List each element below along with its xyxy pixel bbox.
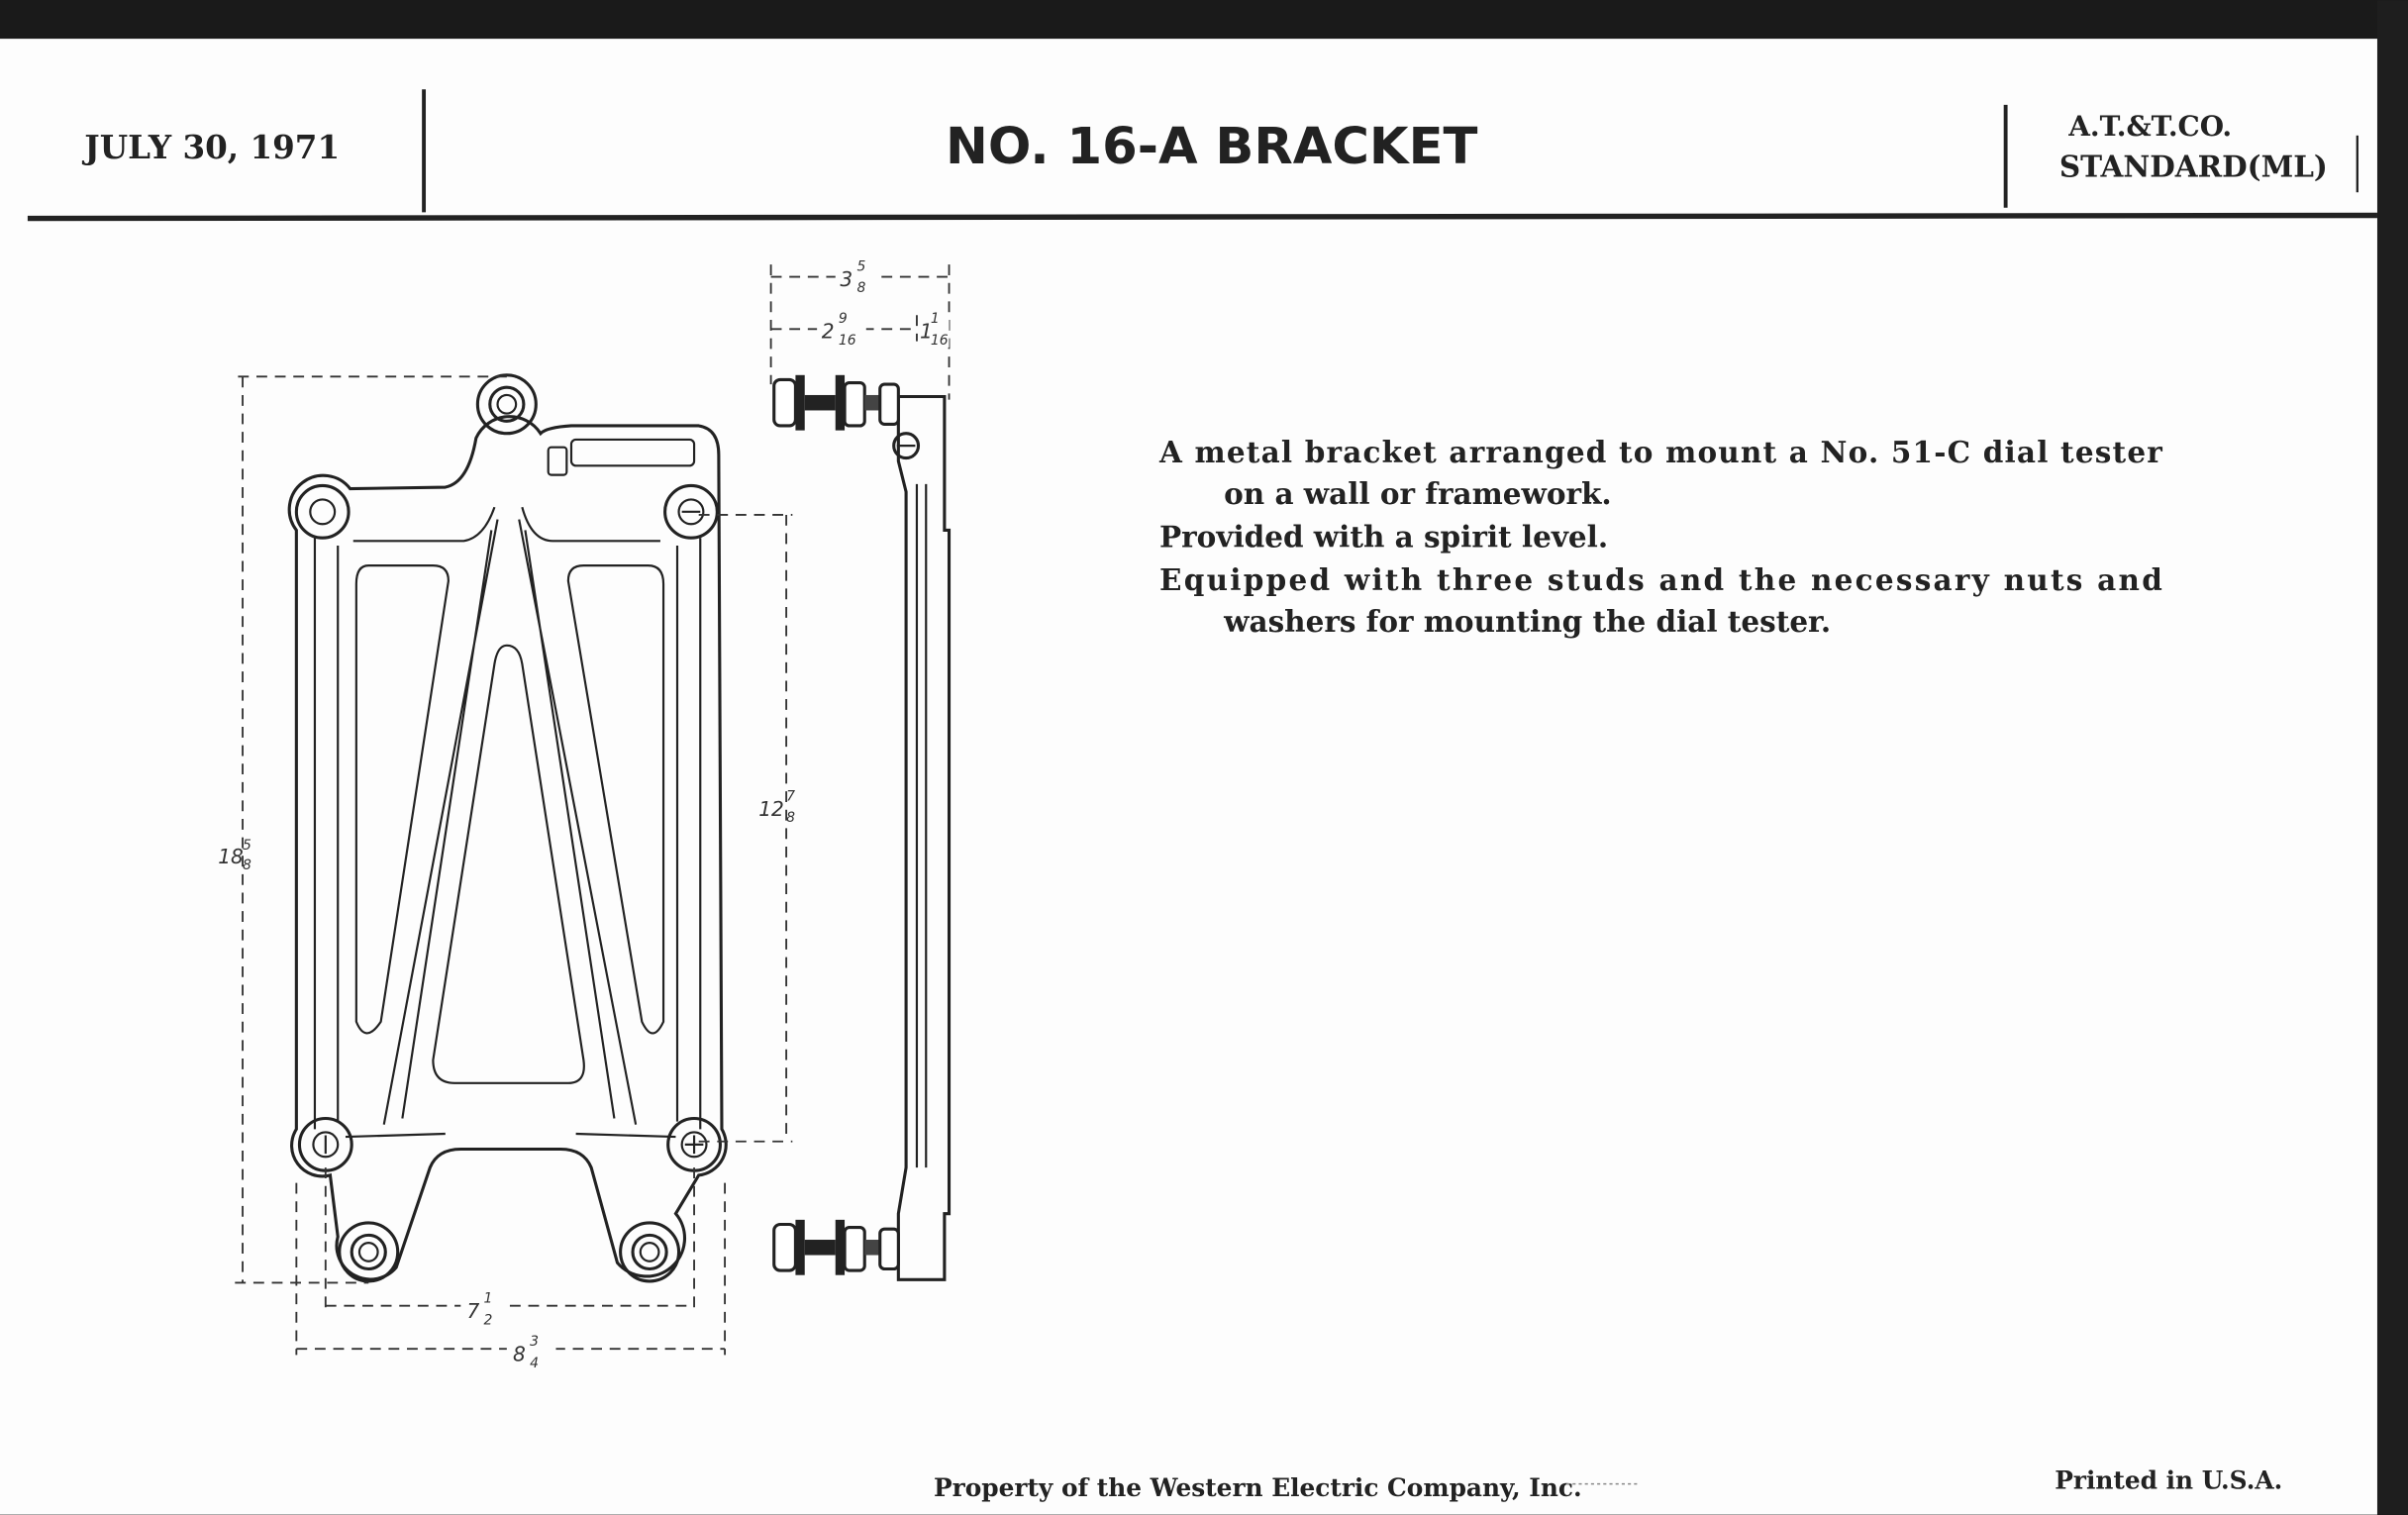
svg-text:7: 7 [467,1299,480,1323]
bracket-side-view [772,374,952,1281]
svg-text:16: 16 [839,333,856,349]
description-line: A metal bracket arranged to mount a No. … [1158,435,2162,469]
description-line: washers for mounting the dial tester. [1223,604,1831,639]
svg-text:9: 9 [839,311,848,327]
svg-text:5: 5 [243,838,251,854]
svg-text:1: 1 [931,311,940,327]
description-line: on a wall or framework. [1224,476,1612,511]
org-line-2: STANDARD(ML) [2059,150,2328,184]
svg-text:3: 3 [530,1334,539,1350]
scan-edge [2376,0,2408,1515]
svg-text:4: 4 [530,1356,539,1371]
svg-text:5: 5 [856,258,865,274]
dim-hole-spacing-vertical: 12 7 8 [758,788,795,826]
dim-overall-depth: 3 5 8 [835,258,879,296]
svg-text:8: 8 [856,280,865,296]
dim-overall-height: 18 5 8 [218,838,251,873]
description: A metal bracket arranged to mount a No. … [1158,435,2162,639]
svg-text:1: 1 [920,320,933,344]
footer-printed: Printed in U.S.A. [2055,1465,2282,1494]
svg-text:2: 2 [822,320,835,344]
dim-overall-width: 8 3 4 [506,1333,556,1371]
svg-text:12: 12 [758,797,784,821]
dim-bracket-thickness: 1 1 16 [918,311,950,349]
svg-text:18: 18 [218,845,244,868]
svg-text:8: 8 [786,810,795,826]
header-rule [27,212,2377,222]
stud-top [772,374,900,431]
svg-text:3: 3 [840,267,853,291]
svg-text:2: 2 [484,1312,493,1328]
svg-text:7: 7 [786,788,795,804]
dim-stud-length: 2 9 16 [817,311,866,349]
dimension-lines [235,264,951,1356]
footer-property: Property of the Western Electric Company… [934,1473,1582,1502]
org-line-1: A.T.&T.CO. [2067,110,2232,143]
dim-hole-spacing-horizontal: 7 1 2 [460,1290,507,1328]
description-line: Provided with a spirit level. [1159,520,1608,555]
bracket-front-view [287,373,728,1283]
stud-bottom [772,1219,900,1275]
date-label: JULY 30, 1971 [81,128,340,166]
svg-text:8: 8 [243,858,251,873]
description-line: Equipped with three studs and the necess… [1159,562,2162,597]
svg-text:16: 16 [931,333,949,349]
svg-text:1: 1 [484,1291,493,1307]
svg-text:8: 8 [513,1343,526,1366]
page-title: NO. 16-A BRACKET [946,117,1477,176]
